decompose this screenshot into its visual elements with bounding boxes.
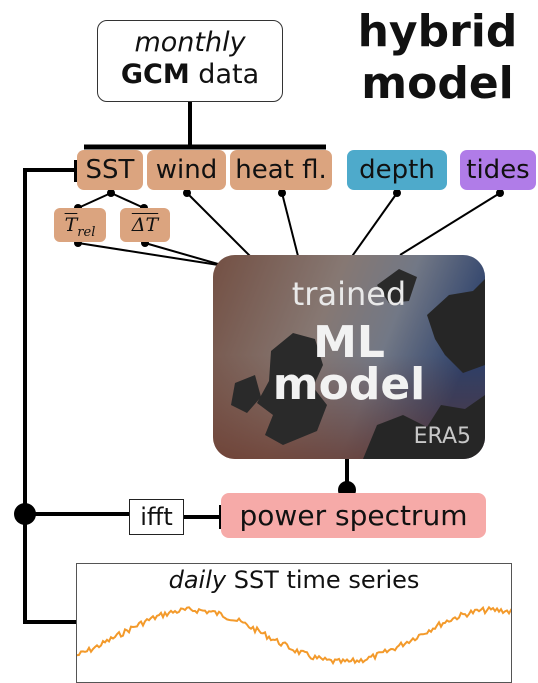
input-heat-flux: heat fl.	[230, 150, 332, 190]
gcm-data-box: monthly GCM data	[97, 20, 283, 102]
t-rel-subscript: rel	[77, 224, 96, 240]
gcm-line2: GCM data	[98, 59, 282, 91]
title-line1: hybrid	[357, 6, 518, 57]
gcm-bold: GCM	[120, 59, 190, 90]
ml-line-ml: ML	[313, 317, 385, 368]
t-rel-symbol: T	[64, 214, 78, 236]
caption-rest: SST time series	[226, 566, 420, 594]
ml-model-box: trained ML model ERA5	[213, 255, 485, 459]
era5-map-background	[213, 255, 485, 459]
power-spectrum-box: power spectrum	[221, 493, 486, 538]
daily-sst-time-series-box: daily SST time series	[76, 563, 512, 683]
t-rel-box: Trel	[54, 208, 106, 242]
input-sst: SST	[77, 150, 143, 190]
ifft-box: ifft	[129, 499, 184, 535]
input-wind: wind	[147, 150, 226, 190]
title-line2: model	[361, 58, 514, 109]
sst-time-series-plot	[77, 605, 511, 666]
delta-t-box: ΔT	[120, 208, 170, 242]
gcm-rest: data	[189, 59, 260, 90]
diagram-title: hybrid model	[350, 6, 525, 110]
gcm-line1: monthly	[134, 27, 246, 58]
sst-series-line	[77, 605, 511, 666]
input-depth: depth	[347, 150, 447, 190]
input-tides: tides	[460, 150, 536, 190]
ml-line-trained: trained	[291, 275, 407, 313]
caption-italic: daily	[168, 566, 227, 594]
era5-label: ERA5	[413, 424, 471, 449]
ml-line-model: model	[272, 359, 426, 410]
time-series-caption: daily SST time series	[77, 566, 511, 594]
delta-t-symbol: ΔT	[131, 214, 159, 236]
